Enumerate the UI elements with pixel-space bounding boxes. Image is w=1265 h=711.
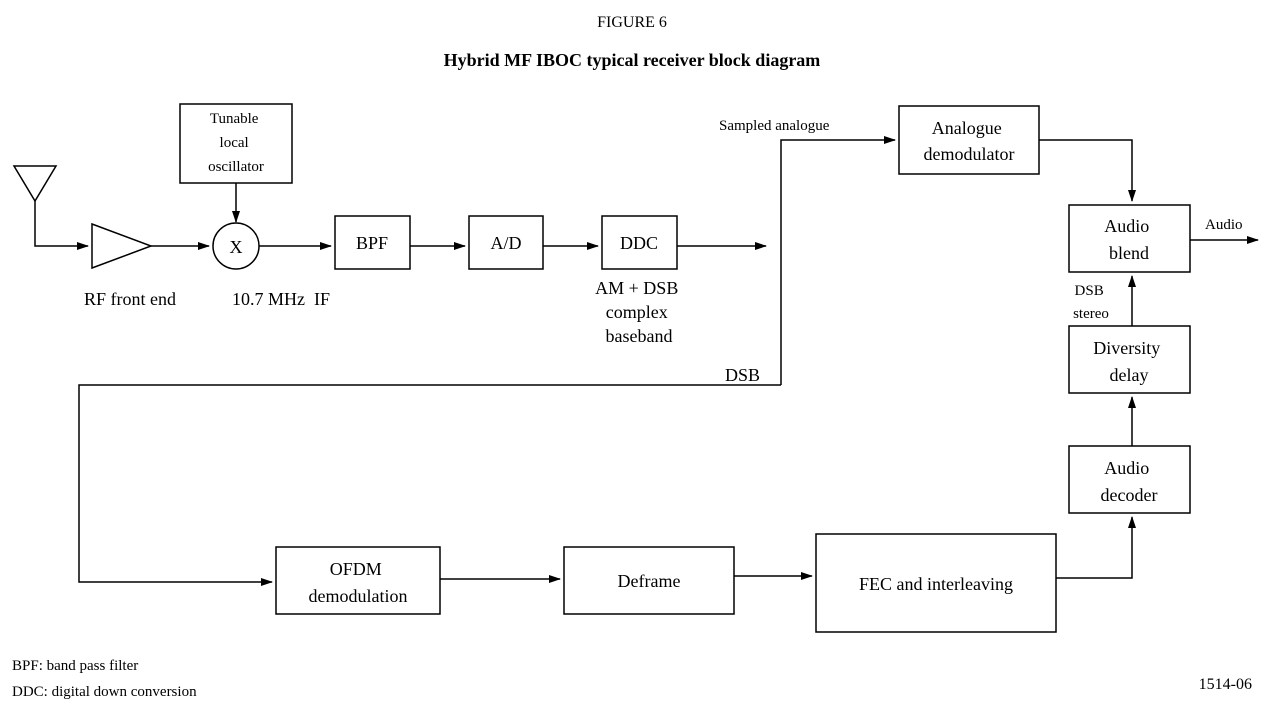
antenna-feed-line bbox=[34, 201, 89, 250]
audio-decoder-label: Audio decoder bbox=[1101, 458, 1158, 505]
audio-blend-label: Audio blend bbox=[1104, 216, 1154, 263]
ad-box bbox=[468, 215, 544, 270]
demod-to-blend-line bbox=[1039, 139, 1136, 202]
dsb-path-line bbox=[78, 384, 781, 586]
rf-amplifier-icon bbox=[91, 222, 154, 270]
sampled-analogue-label: Sampled analogue bbox=[719, 118, 830, 134]
bpf-box bbox=[334, 215, 411, 270]
if-frequency-label: 10.7 MHz IF bbox=[232, 289, 330, 309]
bpf-label: BPF bbox=[356, 233, 388, 253]
ofdm-demodulation-box bbox=[275, 546, 441, 615]
ofdm-demodulation-label: OFDM demodulation bbox=[309, 559, 408, 606]
figure-number: FIGURE 6 bbox=[597, 14, 667, 31]
fec-interleaving-label: FEC and interleaving bbox=[859, 574, 1013, 594]
figure-title: Hybrid MF IBOC typical receiver block di… bbox=[444, 50, 821, 70]
diversity-delay-box bbox=[1068, 325, 1191, 394]
antenna-icon bbox=[12, 165, 58, 203]
fec-to-decoder-line bbox=[1056, 516, 1136, 579]
dsb-stereo-label: DSB stereo bbox=[1073, 283, 1109, 322]
analogue-demodulator-label: Analogue demodulator bbox=[924, 118, 1015, 164]
audio-output-label: Audio bbox=[1205, 217, 1243, 233]
legend-ddc: DDC: digital down conversion bbox=[12, 684, 197, 700]
mixer-symbol: X bbox=[230, 237, 243, 257]
audio-decoder-box bbox=[1068, 445, 1191, 514]
baseband-label: AM + DSB complex baseband bbox=[595, 278, 683, 346]
fec-interleaving-box bbox=[815, 533, 1057, 633]
legend-bpf: BPF: band pass filter bbox=[12, 658, 138, 674]
ddc-label: DDC bbox=[620, 233, 658, 253]
diversity-delay-label: Diversity delay bbox=[1093, 338, 1165, 385]
oscillator-label: Tunable local oscillator bbox=[208, 111, 264, 175]
analogue-path-line bbox=[780, 136, 896, 385]
dsb-label: DSB bbox=[725, 365, 760, 385]
audio-blend-box bbox=[1068, 204, 1191, 273]
figure-code: 1514-06 bbox=[1199, 676, 1252, 693]
deframe-box bbox=[563, 546, 735, 615]
ddc-box bbox=[601, 215, 678, 270]
deframe-label: Deframe bbox=[618, 571, 681, 591]
rf-front-end-label: RF front end bbox=[84, 289, 176, 309]
ad-label: A/D bbox=[491, 233, 522, 253]
